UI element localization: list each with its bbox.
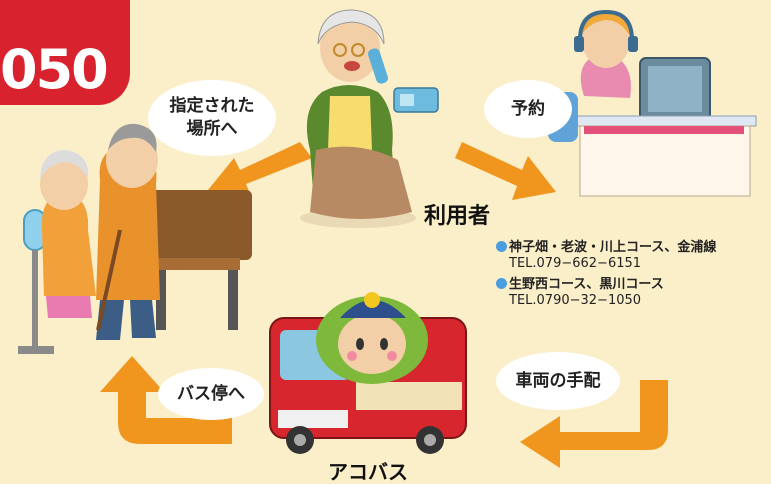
label-bus: アコバス <box>328 460 408 484</box>
user-illustration <box>300 9 439 228</box>
label-user: 利用者 <box>424 204 491 229</box>
number-badge <box>0 0 130 105</box>
arrow-to-place <box>208 142 312 198</box>
contact-list: 神子畑・老波・川上コース、金浦線 TEL.079−662−6151 生野西コース… <box>496 240 766 309</box>
bubble-bus-stop: バス停へ <box>158 368 264 420</box>
badge-number: 050 <box>0 38 109 101</box>
contact-item: 神子畑・老波・川上コース、金浦線 <box>496 240 766 256</box>
arrow-to-reservation <box>455 142 556 200</box>
operator-illustration <box>548 9 757 197</box>
contact-tel: TEL.0790−32−1050 <box>509 293 642 308</box>
bubble-vehicle-arrangement: 車両の手配 <box>496 352 620 410</box>
contact-item: 生野西コース、黒川コース <box>496 277 766 293</box>
arrow-to-bus-stop <box>100 356 232 444</box>
bubble-designated-place: 指定された 場所へ <box>148 80 276 156</box>
contact-course: 生野西コース、黒川コース <box>509 277 664 292</box>
contact-course: 神子畑・老波・川上コース、金浦線 <box>509 240 717 255</box>
couple-illustration <box>18 123 252 354</box>
contact-tel: TEL.079−662−6151 <box>509 256 642 271</box>
arrow-to-vehicle <box>520 380 668 468</box>
bus-illustration <box>269 292 467 454</box>
bullet-icon <box>496 278 507 289</box>
bubble-reservation: 予約 <box>484 80 572 138</box>
bullet-icon <box>496 241 507 252</box>
